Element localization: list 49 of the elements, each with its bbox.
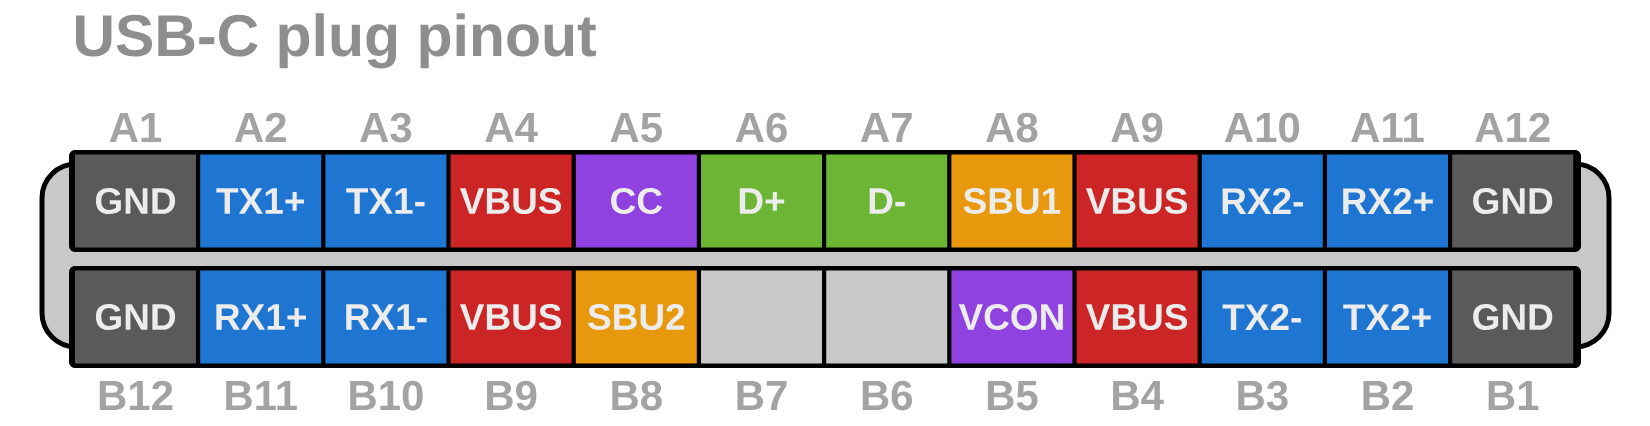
pin-cell: VBUS bbox=[1076, 270, 1198, 364]
pin-cell: GND bbox=[75, 154, 196, 248]
pin-number: A7 bbox=[860, 113, 912, 142]
pin-cell: VBUS bbox=[450, 270, 572, 364]
pin-number: B3 bbox=[1238, 380, 1288, 411]
pin-cell: RX1- bbox=[325, 270, 447, 364]
pin-number: A12 bbox=[1475, 112, 1550, 142]
pin-number: B8 bbox=[612, 380, 662, 411]
pin-cell: VBUS bbox=[450, 154, 572, 248]
pin-cell: CC bbox=[575, 154, 697, 248]
pin-cell: RX2- bbox=[1201, 154, 1323, 248]
pin-cell: TX2- bbox=[1201, 270, 1323, 364]
pin-number: A5 bbox=[610, 113, 662, 143]
pin-number: B9 bbox=[487, 380, 537, 411]
pin-cell: RX1+ bbox=[200, 270, 322, 364]
pin-cell: D- bbox=[826, 154, 948, 248]
pin-number: B5 bbox=[987, 381, 1038, 411]
pin-number: B7 bbox=[737, 381, 787, 410]
pin-cell: GND bbox=[1452, 270, 1574, 364]
pin-number: B11 bbox=[226, 381, 297, 410]
pin-number: B1 bbox=[1488, 381, 1539, 410]
pin-number: A11 bbox=[1351, 113, 1424, 142]
pin-number: B10 bbox=[350, 380, 423, 411]
pin-number: A3 bbox=[360, 112, 412, 143]
pin-cell: SBU1 bbox=[951, 154, 1073, 248]
pin-cell: TX2+ bbox=[1327, 270, 1448, 364]
pin-number: A8 bbox=[986, 112, 1038, 143]
pin-cell: SBU2 bbox=[575, 270, 697, 364]
pin-cell: VCON bbox=[951, 270, 1073, 364]
pin-number: B4 bbox=[1113, 381, 1164, 410]
pin-cell: TX1- bbox=[325, 154, 447, 248]
pin-number: A1 bbox=[109, 113, 162, 142]
pin-cell: GND bbox=[1452, 154, 1574, 248]
pin-number: B2 bbox=[1363, 380, 1413, 410]
pin-cell: RX2+ bbox=[1327, 154, 1448, 248]
pin-number: A4 bbox=[485, 113, 538, 142]
pin-cell: TX1+ bbox=[200, 154, 322, 248]
pin-number: A10 bbox=[1224, 112, 1300, 143]
pin-number: A6 bbox=[735, 112, 787, 143]
pin-cell: GND bbox=[75, 270, 196, 364]
pin-cell bbox=[826, 270, 948, 364]
pin-number: A9 bbox=[1111, 112, 1163, 143]
pin-cell: D+ bbox=[701, 154, 822, 248]
pin-number: B6 bbox=[862, 380, 912, 411]
pin-number: B12 bbox=[99, 380, 173, 410]
pin-cell: VBUS bbox=[1076, 154, 1198, 248]
title: USB-C plug pinout bbox=[75, 13, 596, 69]
pin-number: A2 bbox=[234, 112, 286, 142]
pin-cell bbox=[701, 270, 822, 364]
